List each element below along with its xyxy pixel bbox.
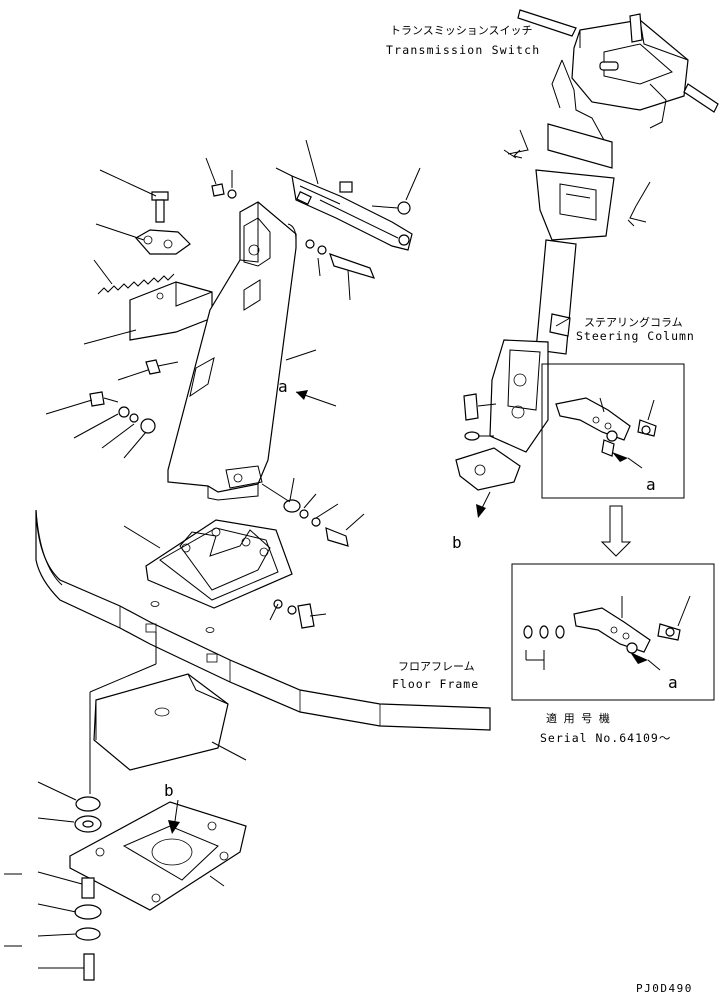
floor-frame-label-jp: フロアフレーム [398,660,475,673]
transmission-switch-label-en: Transmission Switch [386,43,540,57]
column-base-mount [123,477,365,629]
marker-b-plate: b [164,781,174,800]
reference-arrows [168,390,491,834]
marker-a-main: a [278,377,288,396]
marker-b-column: b [452,533,462,552]
detail-box-serial [511,563,715,701]
spring-bracket-assembly [45,157,237,459]
floor-mat-and-plate [4,632,247,981]
serial-label-jp: 適 用 号 機 [546,711,610,725]
steering-column-assembly [455,9,719,491]
floor-frame [35,509,491,731]
transmission-switch-label-jp: トランスミッションスイッチ [390,24,533,37]
lever-assembly [275,139,421,301]
marker-a-detail-upper: a [646,475,656,494]
detail-box-upper [541,363,685,499]
drawing-code: PJ0D490 [636,982,693,993]
serial-label-en: Serial No.64109～ [540,731,671,745]
steering-column-label-en: Steering Column [576,329,695,343]
marker-a-detail-serial: a [668,673,678,692]
transition-arrow [600,505,632,557]
steering-column-label-jp: ステアリングコラム [584,315,683,329]
steering-support-bracket [167,201,317,501]
floor-frame-label-en: Floor Frame [392,677,479,691]
